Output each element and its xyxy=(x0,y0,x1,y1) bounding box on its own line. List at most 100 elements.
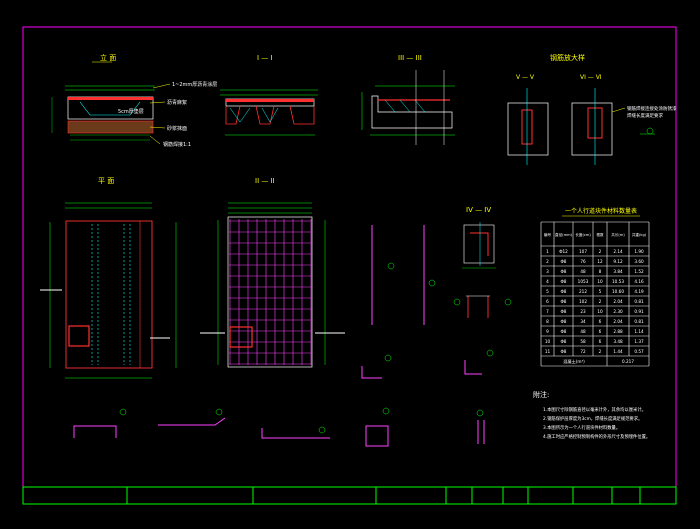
table-header-cell: 根数 xyxy=(596,232,604,237)
table-cell: 107 xyxy=(579,249,587,254)
table-cell: 1.90 xyxy=(634,249,644,254)
table-cell: 12 xyxy=(597,259,603,264)
table-cell: 2.04 xyxy=(613,299,623,304)
table-cell: 9 xyxy=(546,329,549,334)
table-cell: 10.60 xyxy=(612,289,624,294)
table-cell: Φ8 xyxy=(561,299,567,304)
table-cell: 2 xyxy=(599,299,602,304)
table-cell: Φ8 xyxy=(561,259,567,264)
table-title: 一个人行道块件材料数量表 xyxy=(565,207,637,215)
table-cell: 72 xyxy=(580,349,586,354)
table-cell: Φ8 xyxy=(561,339,567,344)
section-iii-view: III — III xyxy=(361,54,455,145)
table-cell: 4 xyxy=(546,279,549,284)
table-cell: 1053 xyxy=(578,279,589,284)
table-cell: 3.48 xyxy=(613,339,623,344)
table-cell: 1.52 xyxy=(634,269,644,274)
plan-title: 平 面 xyxy=(98,177,114,185)
elevation-note-a: 沥青麻絮 xyxy=(167,99,187,106)
table-cell: 3.60 xyxy=(634,259,644,264)
table-cell: 3.84 xyxy=(613,269,623,274)
table-cell: 2.14 xyxy=(613,249,623,254)
table-cell: Φ8 xyxy=(561,329,567,334)
plan-view: 平 面 xyxy=(40,177,177,379)
section-iv-title: IV — IV xyxy=(466,206,491,214)
table-cell: 2 xyxy=(599,249,602,254)
table-cell: 76 xyxy=(580,259,586,264)
elevation-view: 立 面 1~2mm厚沥青涂层 沥青麻絮 5cm厚垫层 砂浆抹面 钢筋焊接1:1 xyxy=(51,53,217,148)
table-cell: 10.53 xyxy=(612,279,624,284)
note-line-1: 1.本图尺寸除钢筋直径以毫米计外，其余均以厘米计。 xyxy=(543,406,646,413)
table-cell: 8 xyxy=(546,319,549,324)
rebar-shapes-bottom xyxy=(73,417,485,447)
elevation-note-top: 1~2mm厚沥青涂层 xyxy=(172,81,217,88)
table-cell: 48 xyxy=(580,269,586,274)
table-cell: 2 xyxy=(599,349,602,354)
table-cell: Φ8 xyxy=(561,279,567,284)
table-header-cell: 长度(cm) xyxy=(575,232,591,237)
table-cell: 1.14 xyxy=(634,329,644,334)
table-cell: 10 xyxy=(597,279,603,284)
table-cell: 2.88 xyxy=(613,329,623,334)
table-cell: 10 xyxy=(597,309,603,314)
notes-block: 附注: 1.本图尺寸除钢筋直径以毫米计外，其余均以厘米计。 2.钢筋保护层厚度为… xyxy=(533,390,650,440)
section-iv-view: IV — IV xyxy=(361,206,512,379)
table-cell: 0.91 xyxy=(634,309,644,314)
section-i-title: I — I xyxy=(257,54,273,62)
material-table: 一个人行道块件材料数量表 编号直径(mm)长度(cm)根数共长(m)共重(kg)… xyxy=(540,207,650,367)
table-cell: 0.81 xyxy=(634,299,644,304)
table-cell: 7 xyxy=(546,309,549,314)
table-cell: 3 xyxy=(546,269,549,274)
table-cell: 34 xyxy=(580,319,586,324)
table-cell: 58 xyxy=(580,339,586,344)
table-cell: Φ8 xyxy=(561,309,567,314)
table-header-cell: 编号 xyxy=(544,232,552,237)
table-header-cell: 共重(kg) xyxy=(632,232,647,237)
table-cell: 1 xyxy=(546,249,549,254)
table-cell: Φ8 xyxy=(561,319,567,324)
table-cell: 5 xyxy=(546,289,549,294)
elevation-note-c: 砂浆抹面 xyxy=(167,125,187,132)
table-cell: 6 xyxy=(599,339,602,344)
note-line-2: 2.钢筋保护层厚度为3cm，焊缝长度满足规范要求。 xyxy=(543,415,642,422)
elevation-title: 立 面 xyxy=(100,53,116,62)
note-line-4: 4.施工时应严格控制预制构件的外形尺寸及预埋件位置。 xyxy=(543,433,650,440)
table-cell: 11 xyxy=(545,349,551,354)
table-header-cell: 直径(mm) xyxy=(555,232,573,237)
table-cell: 48 xyxy=(580,329,586,334)
table-cell: 6 xyxy=(599,319,602,324)
table-cell: 8 xyxy=(599,269,602,274)
rebar-mesh xyxy=(229,219,312,365)
table-cell: 9.12 xyxy=(613,259,623,264)
table-cell: 5 xyxy=(599,289,602,294)
note-line-3: 3.本图所示为一个人行道块件材料数量。 xyxy=(543,424,620,431)
table-cell: Φ8 xyxy=(561,349,567,354)
table-cell: Φ8 xyxy=(561,289,567,294)
table-cell: Φ8 xyxy=(561,269,567,274)
table-cell: 2 xyxy=(546,259,549,264)
table-cell: 23 xyxy=(580,309,586,314)
table-cell: 1.44 xyxy=(613,349,623,354)
elevation-note-d: 钢筋焊接1:1 xyxy=(163,141,191,148)
enlarged-detail-view: 钢筋放大样 V — V VI — VI 钢筋焊接连接处涂防锈漆 焊缝长度满足要求 xyxy=(507,53,677,165)
table-cell: 10 xyxy=(545,339,551,344)
notes-title: 附注: xyxy=(533,390,549,399)
table-cell: 0.81 xyxy=(634,319,644,324)
table-total-value: 0.217 xyxy=(622,359,634,364)
enlarged-note-f: 焊缝长度满足要求 xyxy=(627,112,663,119)
section-vi-title: VI — VI xyxy=(580,74,602,81)
table-cell: 4.16 xyxy=(634,279,644,284)
enlarged-detail-title: 钢筋放大样 xyxy=(550,53,585,62)
enlarged-note-e: 钢筋焊接连接处涂防锈漆 xyxy=(627,105,677,112)
table-cell: 212 xyxy=(579,289,587,294)
section-v-title: V — V xyxy=(516,74,535,81)
table-total-label: 混凝土(m³) xyxy=(563,358,585,365)
section-iii-title: III — III xyxy=(398,54,422,62)
title-block xyxy=(22,486,677,505)
table-cell: 1.37 xyxy=(634,339,644,344)
section-ii-view: II — II xyxy=(200,177,345,368)
elevation-note-b: 5cm厚垫层 xyxy=(118,108,144,115)
table-cell: 6 xyxy=(546,299,549,304)
table-cell: 2.30 xyxy=(613,309,623,314)
